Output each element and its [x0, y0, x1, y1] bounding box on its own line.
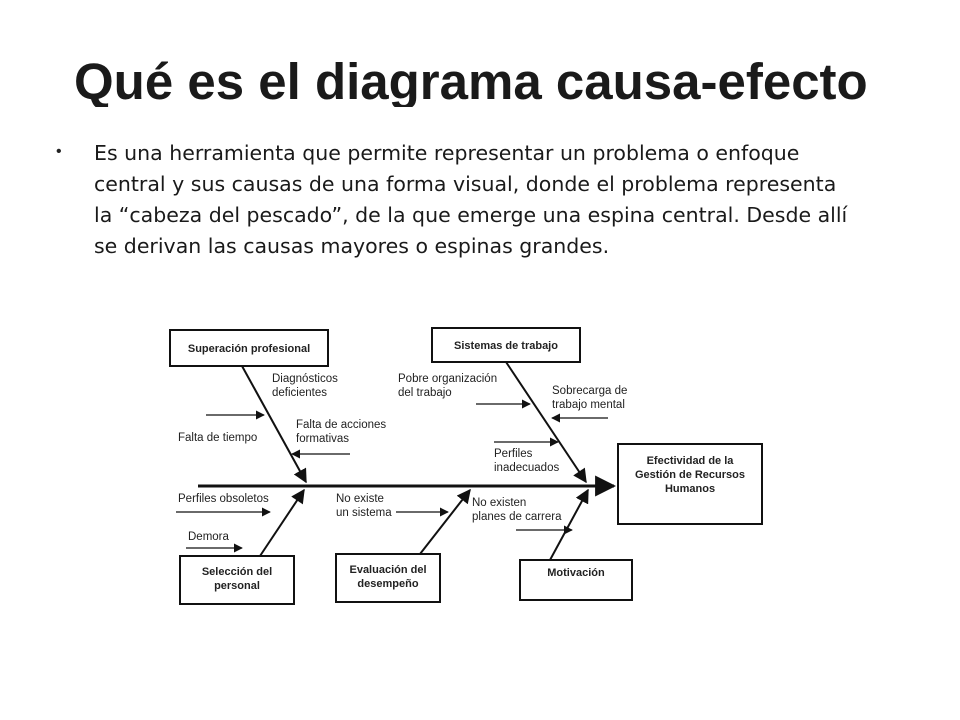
cause-label-perfiles-inadecuados-2: inadecuados	[494, 462, 559, 474]
bone-sistemas	[505, 361, 587, 484]
effect-label-1: Efectividad de la	[647, 455, 735, 467]
bullet-line-2: central y sus causas de una forma visual…	[94, 172, 837, 196]
cause-label-falta-tiempo: Falta de tiempo	[178, 432, 257, 444]
bone-evaluacion	[419, 488, 471, 555]
category-label-evaluacion-2: desempeño	[357, 578, 418, 590]
bone-superacion	[241, 365, 307, 484]
cause-label-pobre-organizacion-1: Pobre organización	[398, 373, 497, 385]
category-label-evaluacion-1: Evaluación del	[349, 564, 426, 576]
bullet-list: • Es una herramienta que permite represe…	[56, 138, 956, 262]
cause-label-falta-acciones-1: Falta de acciones	[296, 419, 386, 431]
category-box-superacion	[169, 329, 329, 367]
category-label-sistemas: Sistemas de trabajo	[454, 340, 558, 352]
effect-label-2: Gestión de Recursos	[635, 469, 745, 481]
effect-box	[617, 443, 763, 525]
cause-label-sobrecarga-2: trabajo mental	[552, 399, 625, 411]
fishbone-diagram: Efectividad de la Gestión de Recursos Hu…	[169, 327, 763, 605]
bullet-line-1: Es una herramienta que permite represent…	[94, 141, 800, 165]
bullet-item: • Es una herramienta que permite represe…	[56, 138, 956, 262]
category-label-superacion: Superación profesional	[188, 343, 310, 355]
cause-label-perfiles-obsoletos: Perfiles obsoletos	[178, 493, 269, 505]
cause-label-pobre-organizacion-2: del trabajo	[398, 387, 452, 399]
bullet-dot-icon: •	[56, 143, 62, 160]
bone-motivacion	[549, 488, 589, 561]
cause-label-no-planes-2: planes de carrera	[472, 511, 562, 523]
cause-label-sobrecarga-1: Sobrecarga de	[552, 385, 627, 397]
category-box-seleccion	[179, 555, 295, 605]
category-label-seleccion-1: Selección del	[202, 566, 272, 578]
category-box-sistemas	[431, 327, 581, 363]
bullet-line-3: la “cabeza del pescado”, de la que emerg…	[94, 203, 848, 227]
cause-label-falta-acciones-2: formativas	[296, 433, 349, 445]
effect-label-3: Humanos	[665, 483, 715, 495]
category-box-motivacion	[519, 559, 633, 601]
category-label-seleccion-2: personal	[214, 580, 260, 592]
cause-label-no-sistema-1: No existe	[336, 493, 384, 505]
bone-seleccion	[259, 488, 305, 557]
cause-label-diagnosticos-2: deficientes	[272, 387, 327, 399]
cause-label-demora: Demora	[188, 531, 230, 543]
cause-label-diagnosticos-1: Diagnósticos	[272, 373, 338, 385]
cause-label-no-sistema-2: un sistema	[336, 507, 392, 519]
cause-label-no-planes-1: No existen	[472, 497, 526, 509]
category-label-motivacion: Motivación	[547, 567, 605, 579]
cause-label-perfiles-inadecuados-1: Perfiles	[494, 448, 533, 460]
category-box-evaluacion	[335, 553, 441, 603]
bullet-line-4: se derivan las causas mayores o espinas …	[94, 234, 610, 258]
slide-title: Qué es el diagrama causa-efecto	[74, 56, 868, 107]
